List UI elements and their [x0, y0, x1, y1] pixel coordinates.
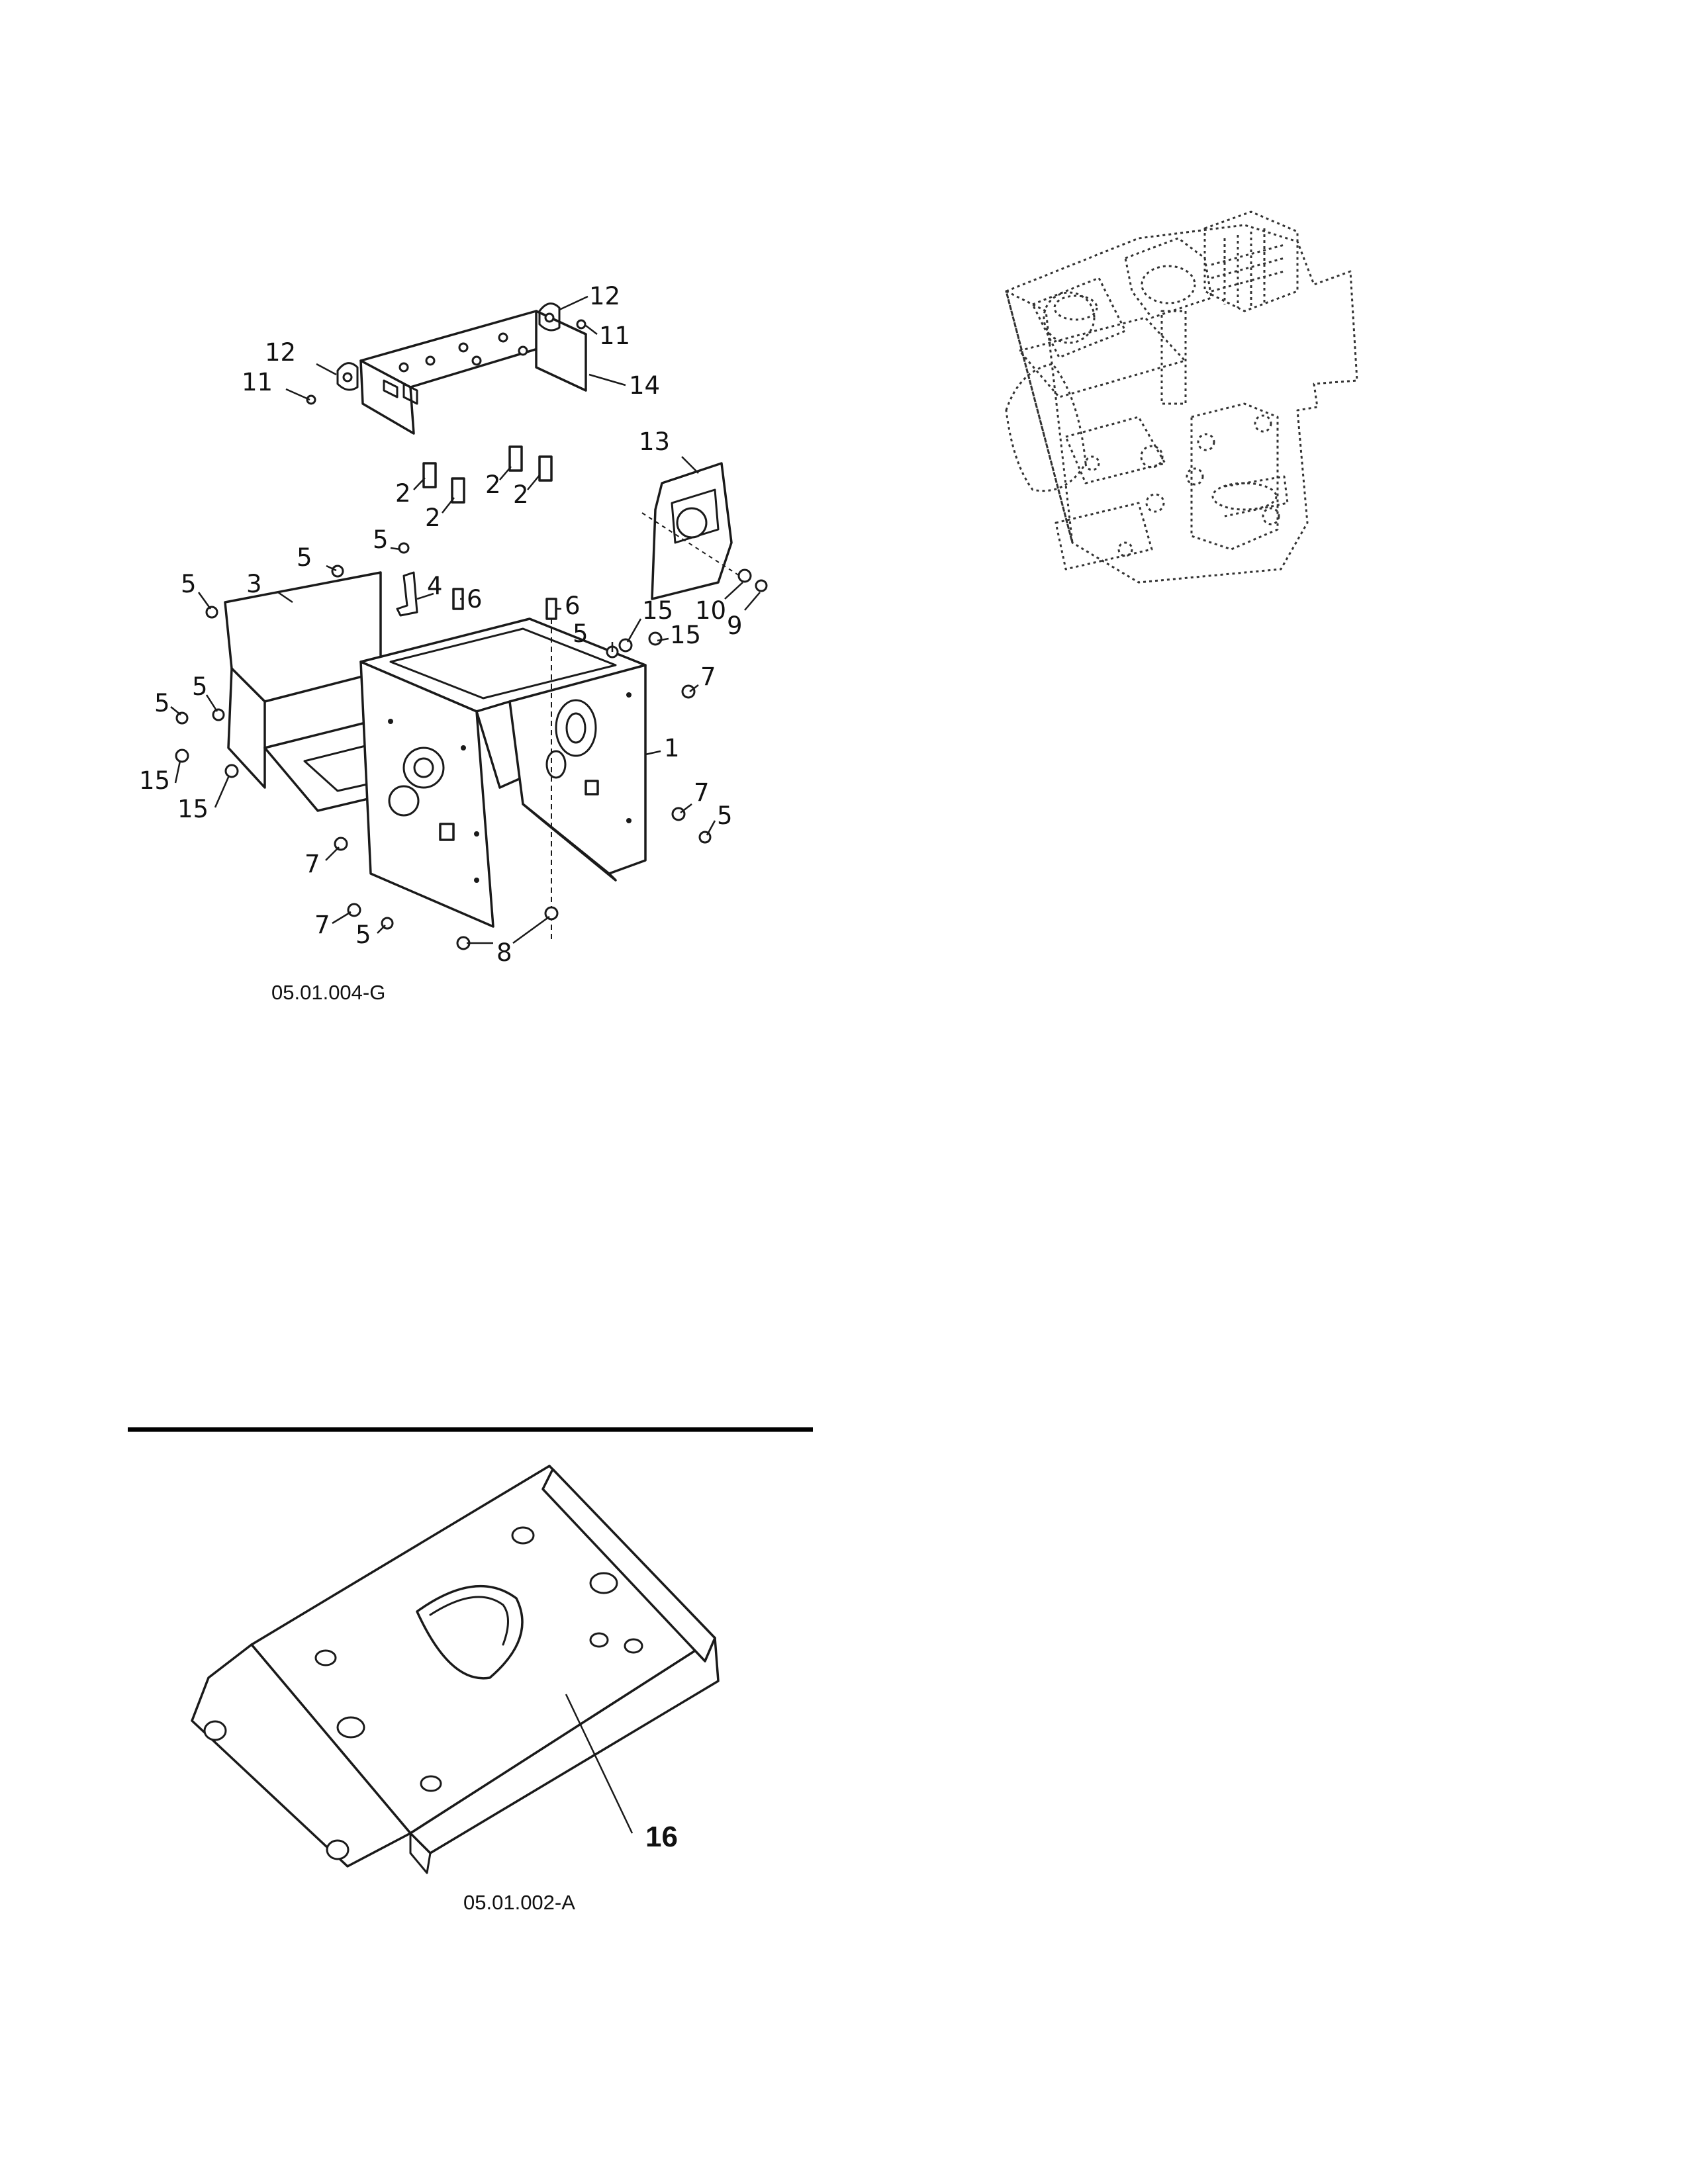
callout-7-d: 7	[314, 911, 330, 939]
callout-11-left: 11	[242, 368, 273, 396]
engine-reference-illustration	[1005, 210, 1358, 584]
callout-15-b: 15	[177, 795, 209, 823]
callout-5-e: 5	[192, 672, 208, 701]
callout-3: 3	[246, 570, 262, 598]
leader-lines-top	[170, 295, 761, 944]
callout-1: 1	[664, 734, 680, 762]
plate-part-13	[641, 462, 745, 600]
callout-5-g: 5	[717, 801, 733, 830]
callout-9: 9	[727, 612, 743, 640]
callout-10: 10	[695, 596, 726, 625]
callout-11-right: 11	[599, 322, 630, 350]
callout-5-c: 5	[373, 525, 389, 554]
callout-5-d: 5	[154, 689, 170, 717]
callout-6-a: 6	[467, 585, 483, 614]
callout-6-b: 6	[565, 592, 581, 620]
callout-7-b: 7	[694, 778, 710, 807]
callout-7-a: 7	[700, 662, 716, 691]
callout-15-d: 15	[670, 621, 701, 649]
callout-16: 16	[645, 1821, 678, 1853]
bolts-part-2	[422, 445, 553, 504]
clip-part-12-left	[336, 362, 359, 391]
clip-part-12-right	[538, 302, 561, 332]
strap-part-4	[396, 571, 418, 617]
callout-5-f: 5	[573, 619, 588, 648]
callout-2-b: 2	[425, 504, 441, 532]
callout-2-a: 2	[395, 479, 411, 508]
callout-2-c: 2	[485, 471, 501, 499]
callout-2-d: 2	[513, 480, 529, 509]
callout-8: 8	[496, 938, 512, 967]
callout-5-b: 5	[181, 570, 197, 598]
fasteners	[175, 319, 768, 950]
callout-15-a: 15	[139, 766, 170, 795]
callout-5-a: 5	[297, 543, 312, 572]
callout-13: 13	[639, 428, 670, 456]
callout-labels-top: 12 11 12 11 14 2 2 2 2 13 10 9 3 5 5 5 4…	[139, 282, 743, 967]
callout-15-c: 15	[642, 596, 673, 625]
callout-12-left: 12	[265, 338, 296, 367]
figure-caption-bottom: 05.01.002-A	[463, 1891, 575, 1914]
exploded-view-top: 12 11 12 11 14 2 2 2 2 13 10 9 3 5 5 5 4…	[139, 282, 768, 1004]
plate-view-bottom: 16 05.01.002-A	[191, 1465, 720, 1914]
housing-part-1	[359, 617, 647, 940]
callout-12-right: 12	[589, 282, 620, 310]
callout-7-c: 7	[305, 850, 320, 878]
callout-5-h: 5	[355, 921, 371, 949]
figure-caption-top: 05.01.004-G	[271, 981, 385, 1004]
callout-14: 14	[629, 371, 660, 400]
callout-4: 4	[427, 572, 443, 600]
